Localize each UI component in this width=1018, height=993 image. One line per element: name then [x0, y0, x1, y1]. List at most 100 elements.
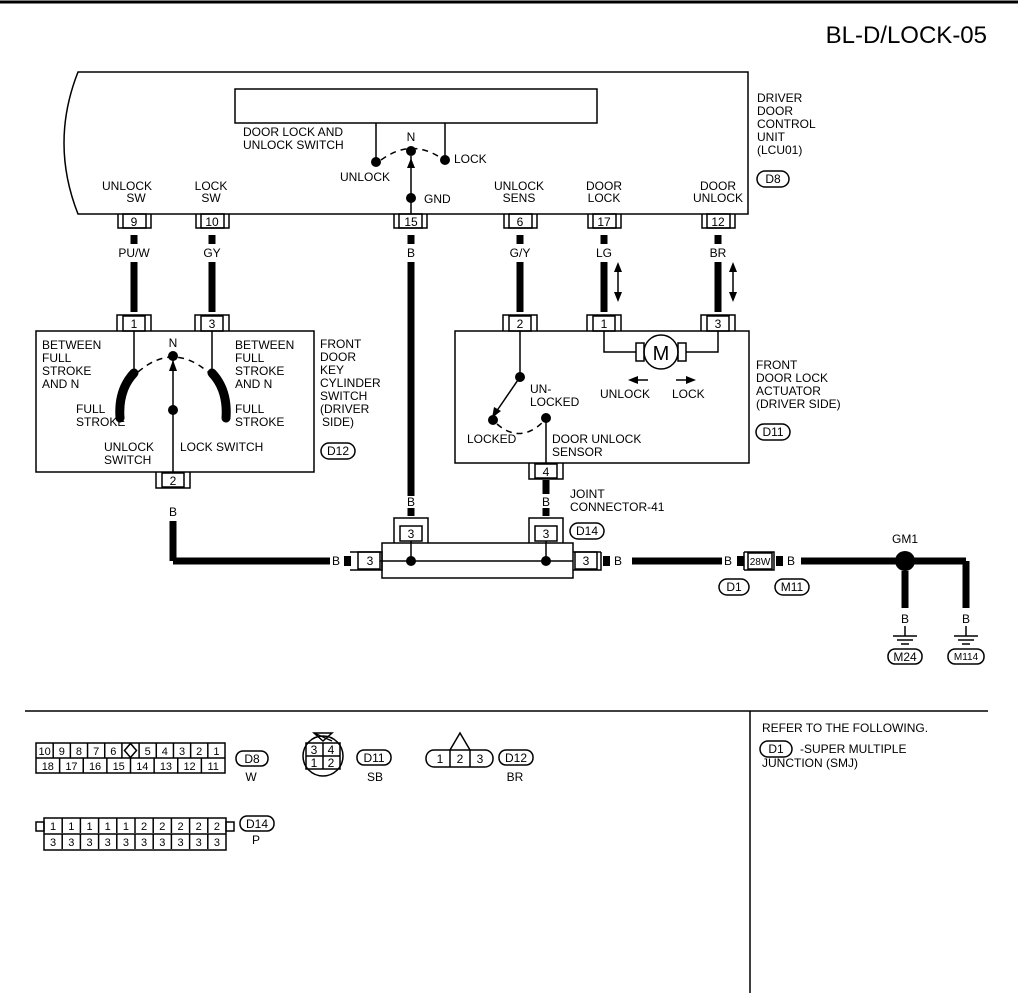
svg-text:6: 6 — [517, 215, 524, 229]
pin-number: 14 — [136, 761, 148, 773]
svg-text:12: 12 — [711, 215, 725, 229]
svg-text:FRONT: FRONT — [756, 358, 798, 372]
svg-text:B: B — [332, 554, 340, 568]
pin-number: 4 — [162, 746, 168, 758]
pin-number: 13 — [160, 761, 172, 773]
svg-text:LOCK SWITCH: LOCK SWITCH — [180, 440, 263, 454]
connector-tag-d1: D1 — [718, 578, 750, 596]
svg-text:3: 3 — [311, 743, 318, 757]
wire-colors: PU/W GY B G/Y LG BR — [118, 235, 727, 260]
svg-text:SB: SB — [367, 770, 383, 784]
pin-number: 18 — [42, 761, 54, 773]
svg-text:UNLOCK: UNLOCK — [693, 191, 743, 205]
svg-text:2: 2 — [328, 756, 335, 770]
act-pin-1: 1 — [586, 314, 622, 332]
svg-text:STROKE: STROKE — [76, 415, 125, 429]
switch-n: N — [407, 130, 416, 144]
pin-number: 2 — [141, 821, 147, 833]
pin-number: 3 — [179, 746, 185, 758]
svg-text:BETWEEN: BETWEEN — [42, 338, 101, 352]
svg-text:2: 2 — [457, 752, 464, 766]
pin-number: 1 — [213, 746, 219, 758]
kc-pin-2: 2 — [155, 472, 191, 489]
connector-tag-m11: M11 — [774, 578, 810, 596]
svg-text:D8: D8 — [244, 752, 260, 766]
joint-label: JOINT CONNECTOR-41 — [570, 487, 665, 514]
kc-pin-3: 3 — [194, 314, 230, 332]
switch-label-1: DOOR LOCK AND — [243, 125, 343, 139]
svg-text:B: B — [901, 612, 909, 626]
svg-text:2: 2 — [517, 317, 524, 331]
control-unit-label: DRIVER DOOR CONTROL UNIT (LCU01) — [757, 91, 816, 157]
svg-text:D12: D12 — [327, 444, 349, 458]
pin-number: 2 — [214, 821, 220, 833]
svg-text:28W: 28W — [750, 557, 771, 568]
svg-text:DOOR: DOOR — [700, 179, 736, 193]
switch-label-2: UNLOCK SWITCH — [243, 138, 344, 152]
svg-text:P: P — [252, 833, 260, 847]
door-lock-actuator: 2 1 3 M UNLOCK LOCK UN- LOCKED LOCKED DO… — [454, 314, 841, 480]
act-pin-2: 2 — [502, 314, 538, 332]
svg-text:15: 15 — [404, 215, 418, 229]
legend-d11: 3 4 1 2 D11 SB — [302, 732, 392, 784]
svg-text:AND N: AND N — [235, 377, 272, 391]
pin-6: 6 — [503, 213, 538, 229]
svg-text:FULL: FULL — [235, 351, 265, 365]
pin-number: 3 — [214, 837, 220, 849]
svg-text:M11: M11 — [781, 580, 804, 594]
switch-lock: LOCK — [454, 152, 487, 166]
act-pin-4: 4 — [528, 463, 564, 480]
pin-number: 5 — [145, 746, 151, 758]
pin-number: 3 — [50, 837, 56, 849]
pin-number: 2 — [177, 821, 183, 833]
pin-number: 3 — [86, 837, 92, 849]
pin-number: 9 — [59, 746, 65, 758]
pin-number: 3 — [141, 837, 147, 849]
ground-symbol-m24: M24 — [887, 626, 923, 665]
pin-15: 15 — [393, 213, 428, 229]
svg-text:3: 3 — [477, 752, 484, 766]
pin-number: 6 — [110, 746, 116, 758]
svg-text:BR: BR — [710, 246, 727, 260]
svg-text:DRIVER: DRIVER — [757, 91, 803, 105]
key-cylinder-label: FRONT DOOR KEY CYLINDER SWITCH (DRIVER S… — [320, 337, 381, 429]
svg-text:FRONT: FRONT — [320, 337, 362, 351]
svg-text:GM1: GM1 — [892, 532, 918, 546]
pin-number: 3 — [68, 837, 74, 849]
svg-text:CONNECTOR-41: CONNECTOR-41 — [570, 500, 665, 514]
page-id: BL-D/LOCK-05 — [826, 22, 987, 49]
svg-text:BR: BR — [507, 770, 524, 784]
svg-text:BETWEEN: BETWEEN — [235, 338, 294, 352]
svg-text:D11: D11 — [363, 751, 384, 765]
pin-number: 1 — [86, 821, 92, 833]
pin-number: 12 — [183, 761, 195, 773]
svg-text:PU/W: PU/W — [118, 246, 150, 260]
pin-number: 10 — [38, 746, 50, 758]
svg-text:SWITCH: SWITCH — [104, 453, 151, 467]
pin-9: 9 — [117, 213, 152, 229]
bidir-arrow-lg — [614, 262, 622, 302]
pin-number: 3 — [177, 837, 183, 849]
svg-text:DOOR: DOOR — [757, 104, 793, 118]
pin-number: 7 — [93, 746, 99, 758]
svg-text:STROKE: STROKE — [235, 415, 284, 429]
svg-text:JUNCTION (SMJ): JUNCTION (SMJ) — [762, 756, 858, 770]
pin-number: 16 — [89, 761, 101, 773]
wires-vertical — [130, 262, 737, 494]
svg-text:SENS: SENS — [503, 191, 536, 205]
svg-text:10: 10 — [205, 215, 219, 229]
svg-text:D12: D12 — [505, 751, 527, 765]
svg-text:UNLOCK: UNLOCK — [104, 440, 154, 454]
svg-text:CONTROL: CONTROL — [757, 117, 816, 131]
svg-text:UNIT: UNIT — [757, 130, 786, 144]
pin-number: 11 — [207, 761, 218, 773]
svg-text:D11: D11 — [762, 425, 783, 439]
svg-text:9: 9 — [131, 215, 138, 229]
gnd-label: GND — [424, 192, 451, 206]
svg-text:UNLOCK: UNLOCK — [600, 387, 650, 401]
pin-number: 2 — [159, 821, 165, 833]
svg-text:D14: D14 — [246, 817, 268, 831]
